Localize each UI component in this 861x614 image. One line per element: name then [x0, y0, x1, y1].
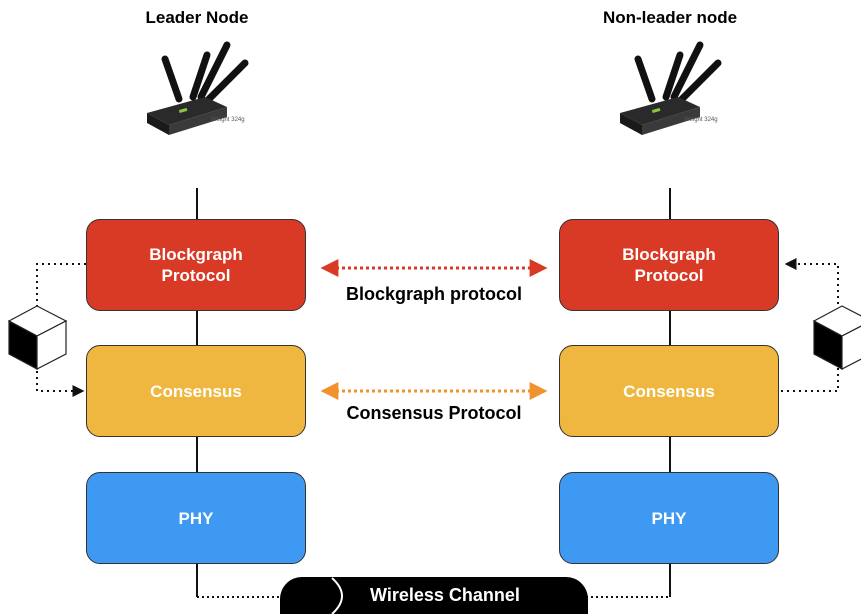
nonleader-node-title: Non-leader node [602, 8, 738, 27]
leader-consensus-layer: Consensus [86, 345, 306, 437]
leader-cube-icon [7, 305, 68, 371]
wireless-channel [280, 577, 588, 614]
channel-cutout-arc [331, 577, 343, 614]
consensus-protocol-label: Consensus Protocol [346, 403, 522, 423]
leader-blockgraph-layer: Blockgraph Protocol [86, 219, 306, 311]
leader-feedback-loop [36, 263, 86, 397]
nonleader-blockgraph-layer: Blockgraph Protocol [559, 219, 779, 311]
leader-node-title: Leader Node [145, 8, 249, 27]
leader-device-caption: Weight 324g [211, 117, 245, 123]
router-with-antennas-icon [147, 41, 249, 135]
leader-consensus-label: Consensus [150, 381, 242, 401]
nonleader-blockgraph-label-line1: Blockgraph [622, 245, 716, 264]
nonleader-phy-label: PHY [651, 508, 687, 528]
leader-blockgraph-label-line1: Blockgraph [149, 245, 243, 264]
nonleader-device-caption: Weight 324g [684, 117, 718, 123]
nonleader-phy-layer: PHY [559, 472, 779, 564]
wireless-channel-label: Wireless Channel [370, 585, 520, 605]
nonleader-cube-icon [812, 305, 861, 371]
nonleader-consensus-layer: Consensus [559, 345, 779, 437]
blockgraph-protocol-label: Blockgraph protocol [345, 284, 522, 304]
nonleader-consensus-label: Consensus [623, 381, 715, 401]
leader-blockgraph-label-line2: Protocol [161, 266, 231, 285]
nonleader-device: Weight 324g [614, 37, 726, 137]
router-with-antennas-icon [620, 41, 722, 135]
leader-device: Weight 324g [141, 37, 253, 137]
leader-phy-label: PHY [178, 508, 214, 528]
nonleader-blockgraph-label-line2: Protocol [634, 266, 704, 285]
leader-phy-layer: PHY [86, 472, 306, 564]
